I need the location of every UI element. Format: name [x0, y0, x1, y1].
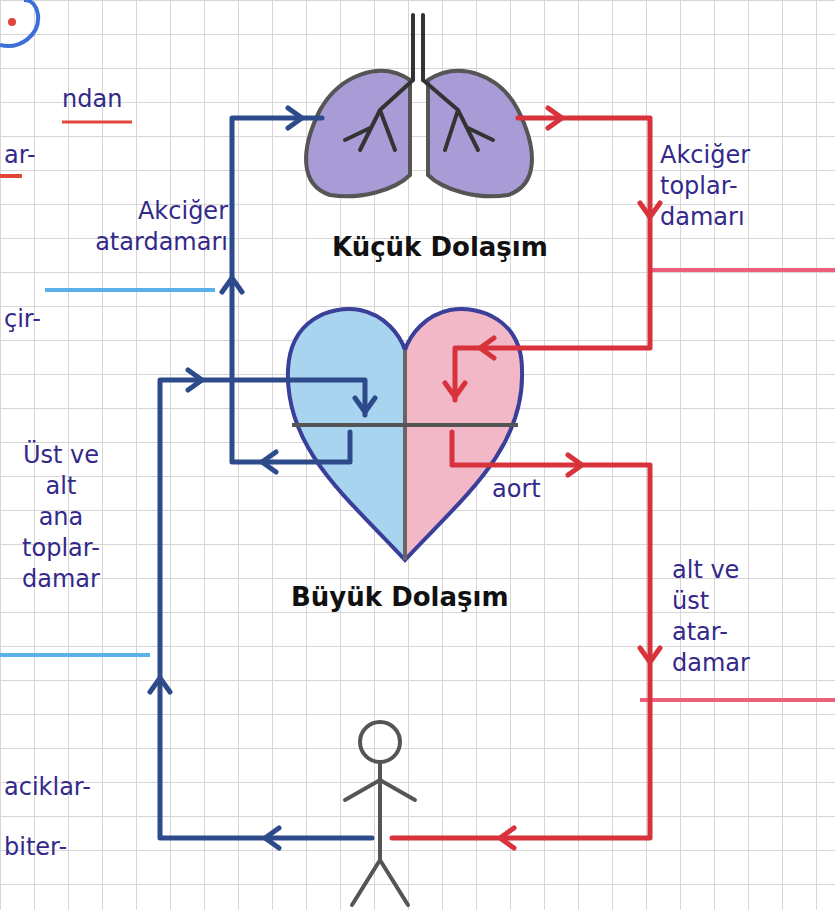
vessel-label: alt ve üst atar- damar [672, 555, 764, 679]
vessel-label: Akciğer toplar- damarı [660, 140, 790, 233]
circulation-title: Büyük Dolaşım [291, 582, 509, 613]
margin-fragment: çir- [4, 304, 41, 335]
margin-fragment: aciklar- [4, 772, 91, 803]
vessel-label: Üst ve alt ana toplar- damar [22, 440, 100, 595]
margin-fragment: biter- [4, 832, 67, 863]
circulation-title: Küçük Dolaşım [332, 232, 548, 263]
margin-fragment: ar- [4, 140, 36, 171]
vessel-label: aort [492, 474, 541, 505]
vessel-label: Akciğer atardamarı [78, 196, 228, 258]
margin-fragment: ndan [62, 84, 122, 115]
